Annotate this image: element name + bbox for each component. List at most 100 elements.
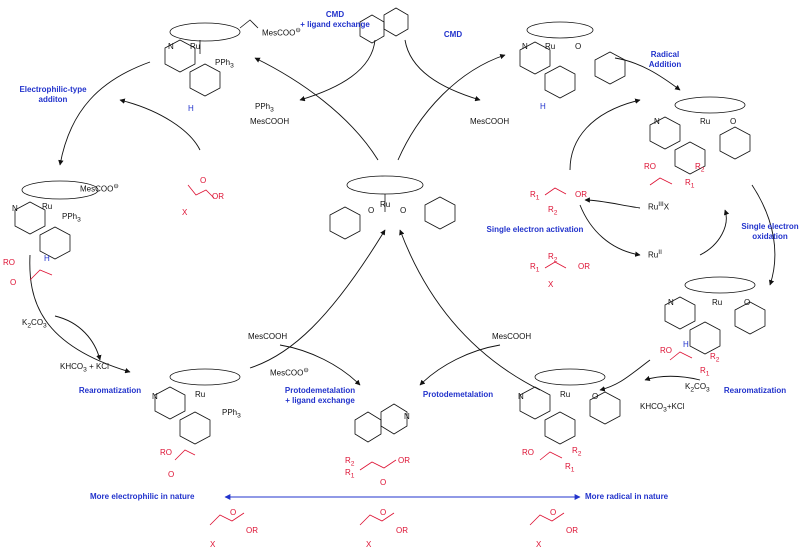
x-spectrum-primary: X (210, 540, 216, 549)
structure-top-left (164, 19, 259, 97)
mescooh-released-right: MesCOOH (470, 117, 510, 126)
r2-right-wheland: R2 (710, 352, 720, 364)
r2-tertiary: R2 (548, 252, 558, 264)
o-center-1: O (368, 206, 375, 215)
mescoo-anion-left: MesCOO⊖ (80, 183, 119, 194)
label-rearomatization-right: Rearomatization (723, 386, 787, 395)
r2-right-adduct: R2 (695, 162, 705, 174)
or-spectrum-secondary: OR (396, 526, 408, 535)
structure-right-radical-adduct (649, 96, 751, 175)
arrow-mescooh-bottom-left (279, 344, 361, 386)
ru-ii: RuII (648, 249, 662, 260)
structure-product (354, 403, 408, 443)
pph3-top-left: PPh3 (215, 58, 234, 70)
label-protodemetalation-ligand-exchange: Protodemetalation+ ligand exchange (284, 386, 356, 405)
ru-bottom-right: Ru (560, 390, 571, 399)
or-spectrum-primary: OR (246, 526, 258, 535)
o-center-2: O (400, 206, 407, 215)
o-left-wheland: O (10, 278, 17, 287)
cycle-arrows (29, 39, 776, 392)
spectrum-tertiary (529, 512, 565, 526)
ro-bottom-right: RO (522, 448, 534, 457)
structure-top-right (519, 21, 626, 99)
h-top-right: H (540, 102, 546, 111)
x-spectrum-secondary: X (366, 540, 372, 549)
or-product: OR (398, 456, 410, 465)
n-bottom-right: N (518, 392, 524, 401)
or-tertiary: OR (578, 262, 590, 271)
x-tertiary: X (548, 280, 554, 289)
product-ester (359, 459, 397, 471)
arrow-left-down (29, 254, 131, 374)
right-adduct-ester (649, 177, 673, 186)
label-more-electrophilic: More electrophilic in nature (90, 492, 195, 501)
h-right-wheland: H (683, 340, 689, 349)
o-spectrum-primary: O (230, 508, 237, 517)
arrow-right-down (751, 184, 776, 286)
label-protodemetalation-right: Protodemetalation (422, 390, 494, 399)
arrow-electrophile-add (119, 98, 201, 151)
arrow-center-to-top-right (397, 53, 506, 161)
r2-bottom-right: R2 (572, 446, 582, 458)
left-ester-fragment (29, 269, 53, 281)
structure-bottom-right-ru (519, 368, 621, 445)
mescoo-anion-bottom: MesCOO⊖ (270, 367, 309, 378)
arrow-activation (584, 197, 641, 209)
n-product: N (404, 412, 410, 421)
arrow-bottom-right-to-center (399, 229, 541, 391)
or-electrophile: OR (212, 192, 224, 201)
r1-bottom-right: R1 (565, 462, 575, 474)
n-top-left: N (168, 42, 174, 51)
ro-right-adduct: RO (644, 162, 656, 171)
arrow-ru-ii-to-ru-iii (699, 209, 730, 256)
structure-bottom-left-ru (154, 368, 241, 445)
arrow-k2co3-left (54, 315, 102, 361)
k2co3-right: K2CO3 (685, 382, 710, 394)
o-spectrum-secondary: O (380, 508, 387, 517)
label-cmd-ligand-exchange: CMD+ ligand exchange (300, 10, 370, 29)
n-bottom-left: N (152, 392, 158, 401)
arrow-mescooh-bottom-right (419, 344, 501, 386)
mescooh-released-left: MesCOOH (250, 117, 290, 126)
arrow-center-to-top-left (254, 57, 379, 161)
ro-bottom-left: RO (160, 448, 172, 457)
structure-right-wheland (664, 276, 766, 355)
bottom-right-ester (539, 451, 563, 461)
red-fragments (29, 177, 693, 526)
arrow-mescooh-release-right (404, 39, 481, 102)
arrow-ru-iii-to-ru-ii (579, 204, 641, 257)
arrow-bottom-left (249, 229, 386, 369)
arrow-top-right-down (614, 57, 681, 91)
radical-fragment (544, 187, 567, 196)
spectrum-secondary (359, 512, 395, 526)
arrow-k2co3-right (644, 375, 701, 382)
ro-right-wheland: RO (660, 346, 672, 355)
alkyl-halide-center (187, 184, 215, 199)
ru-top-left: Ru (190, 42, 201, 51)
spectrum-primary (209, 512, 245, 526)
structure-center-catalyst (329, 175, 456, 240)
o-electrophile: O (200, 176, 207, 185)
ru-center: Ru (380, 200, 391, 209)
h-left-wheland: H (44, 254, 50, 263)
label-more-radical: More radical in nature (585, 492, 669, 501)
label-single-electron-activation: Single electron activation (486, 225, 584, 234)
n-right-wheland: N (668, 298, 674, 307)
ru-iii-x: RuIIIX (648, 201, 670, 212)
right-wheland-ester (669, 351, 693, 361)
ru-right-wheland: Ru (712, 298, 723, 307)
x-electrophile: X (182, 208, 188, 217)
khco3-kcl-right: KHCO3+KCl (640, 402, 685, 414)
r1-right-wheland: R1 (700, 366, 710, 378)
r1-right-adduct: R1 (685, 178, 695, 190)
or-radical: OR (575, 190, 587, 199)
ru-bottom-left: Ru (195, 390, 206, 399)
structure-top-phenylpyridine (359, 7, 409, 44)
arrow-top-left (58, 61, 151, 166)
r2-radical: R2 (548, 205, 558, 217)
pph3-released: PPh3 (255, 102, 274, 114)
n-left-wheland: N (12, 204, 18, 213)
